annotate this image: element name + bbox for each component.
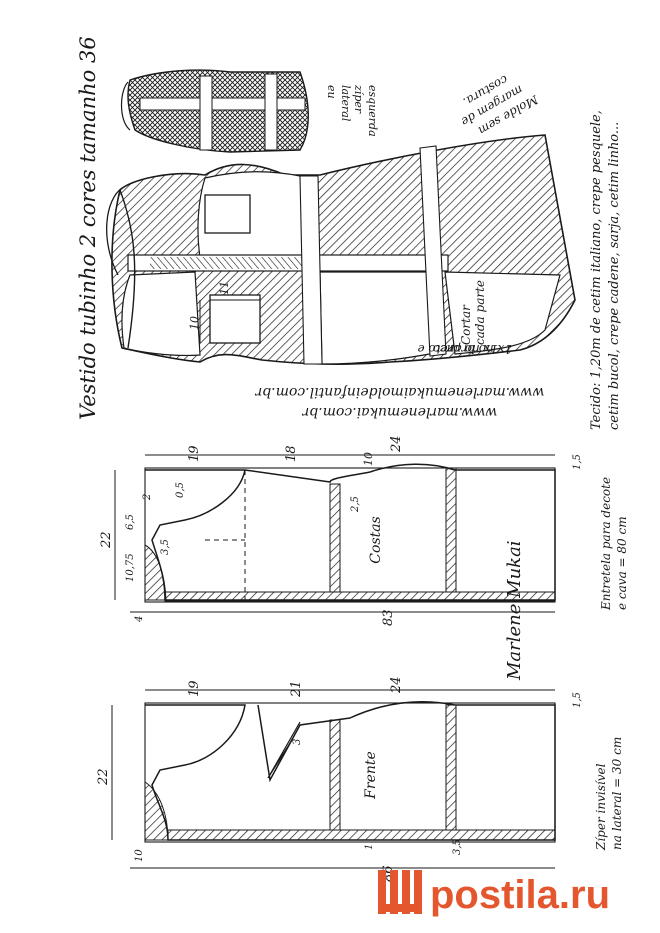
dim-drop-back: 10 xyxy=(362,452,375,466)
pocket-dim-11: 11 xyxy=(218,281,231,295)
dress-neck xyxy=(106,187,123,276)
cut-note-line-1: Cortar xyxy=(459,304,473,345)
dim-hip-back: 24 xyxy=(389,435,404,453)
front-label: Frente xyxy=(363,751,379,800)
front-zipper-2: na lateral = 30 cm xyxy=(610,737,624,850)
website-lines: www.marlenemukai.com.br www.marlenemukai… xyxy=(254,384,544,420)
back-pattern-outline xyxy=(145,463,556,601)
dim-armhole-front: 19 xyxy=(187,680,202,697)
dim-small-13: 10 xyxy=(134,849,145,862)
dim-small-12: 3,5 xyxy=(452,839,463,855)
fabric-note-line-2: cetim bucol, crepe cadene, sarja, cetim … xyxy=(607,122,622,430)
front-dart xyxy=(267,721,301,779)
back-bottom-band xyxy=(164,591,556,602)
dress-seam-1 xyxy=(299,175,323,365)
dress-seam-2 xyxy=(419,145,447,357)
back-band-hip xyxy=(445,467,457,593)
dim-small-8: 2,5 xyxy=(350,496,361,513)
back-label: Costas xyxy=(368,516,384,563)
dim-shoulder-front: 22 xyxy=(96,768,111,786)
dim-waist-back: 18 xyxy=(284,445,299,462)
dim-small-9: 3 xyxy=(292,739,303,745)
watermark-logo: postila.ru xyxy=(378,870,610,917)
dim-small-2: 10,75 xyxy=(125,553,136,582)
watermark-text: postila.ru xyxy=(430,873,610,917)
front-pattern-outline xyxy=(145,700,556,841)
dim-shoulder-back: 22 xyxy=(99,531,114,549)
front-pattern: Frente Zíper invisível na lateral = 30 c… xyxy=(144,700,624,851)
zipper-note-top-1: zíper xyxy=(352,84,365,114)
dim-small-1: 6,5 xyxy=(125,514,136,530)
fabric-note-line-1: Tecido: 1,20m de cetim italiano, crepe p… xyxy=(589,110,604,430)
back-band-waist xyxy=(329,483,341,593)
back-dimensions xyxy=(114,454,555,613)
website-2: www.marlenemukaimoldeinfantil.com.br xyxy=(254,384,544,400)
dim-small-3: 3,5 xyxy=(160,539,171,555)
dim-small-6: 0,5 xyxy=(175,482,186,498)
cut-note-line-4: 1x no branco xyxy=(433,342,512,356)
front-dimensions xyxy=(111,689,555,869)
dim-armhole-back: 19 xyxy=(187,445,202,462)
dim-small-7: 1,5 xyxy=(572,454,583,470)
cut-note-line-3: 1x no preto e xyxy=(418,342,498,356)
dress-square-lower xyxy=(209,294,261,344)
back-interfacing-2: e cava = 80 cm xyxy=(615,516,629,610)
zipper-note-top: zíper lateral esquerda eu xyxy=(325,84,379,137)
front-band-waist xyxy=(329,719,341,831)
dress-armhole-curve xyxy=(119,189,136,349)
dress-waist-band-hatch xyxy=(150,257,310,269)
cut-note: Cortar cada parte 1x no preto e 1x no br… xyxy=(418,280,512,356)
fabric-note: Tecido: 1,20m de cetim italiano, crepe p… xyxy=(589,110,622,430)
dim-small-4: 4 xyxy=(134,616,145,623)
dress-white-panel-hem xyxy=(444,271,561,355)
website-1: www.marlenemukai.com.br xyxy=(301,404,497,420)
margin-note: Molde sem margem de costura. xyxy=(459,72,542,137)
pocket-dim-10: 10 xyxy=(188,316,201,330)
back-interfacing-1: Entretela para decote xyxy=(599,477,613,611)
dim-total-back: 83 xyxy=(381,609,396,626)
dress-back-illustration xyxy=(120,69,309,153)
front-bottom-band xyxy=(167,829,556,841)
postila-logo-icon xyxy=(378,870,422,914)
zipper-note-top-3: esquerda xyxy=(366,85,379,137)
back-pattern: Costas Entretela para decote e cava = 80… xyxy=(144,463,629,611)
front-band-hip xyxy=(445,704,457,831)
signature: Marlene Mukai xyxy=(504,540,525,681)
zipper-note-top-4: eu xyxy=(325,85,338,99)
dress-illustration: 11 10 xyxy=(106,134,576,365)
dim-waist-front: 21 xyxy=(289,680,304,698)
front-zipper-1: Zíper invisível xyxy=(594,763,608,851)
front-neckline xyxy=(144,781,169,841)
cut-note-line-2: cada parte xyxy=(473,280,487,345)
dress-white-panel-sleeve xyxy=(121,271,201,357)
dim-small-10: 1 xyxy=(364,844,375,850)
title-text: Vestido tubinho 2 cores tamanho 36 xyxy=(76,36,100,420)
dim-hip-front: 24 xyxy=(389,676,404,694)
dress-square-upper xyxy=(204,194,251,234)
dim-small-11: 1,5 xyxy=(572,692,583,708)
dim-small-5: 2 xyxy=(142,494,153,501)
zipper-note-top-2: lateral xyxy=(339,85,352,122)
